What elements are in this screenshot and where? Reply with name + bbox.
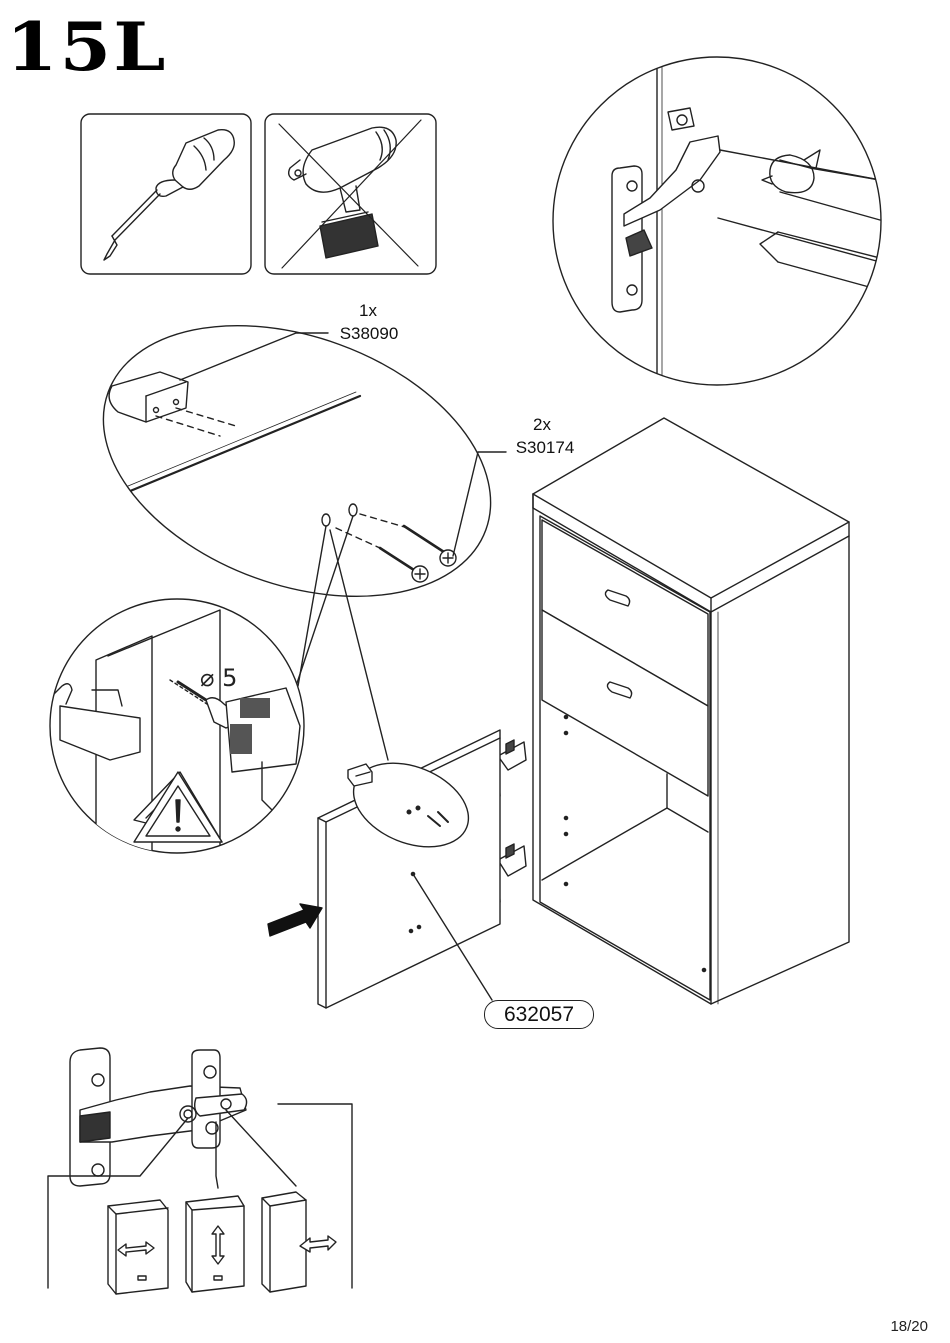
handle-quantity: 1x <box>346 301 390 321</box>
page-number: 18/20 <box>890 1318 928 1335</box>
hinge-adjustment-detail <box>553 40 881 400</box>
hinge-adjustment-diagram <box>48 1048 352 1294</box>
diameter-icon: ⌀ <box>200 664 214 692</box>
screws-quantity: 2x <box>522 415 562 435</box>
door-part-code: 632057 <box>484 1000 594 1029</box>
drill-not-allowed-box <box>265 114 436 274</box>
drilling-detail <box>50 599 304 860</box>
drill-diameter-label: ⌀ 5 <box>200 664 237 692</box>
handle-and-screws-detail <box>60 276 528 647</box>
handle-part-code: S38090 <box>326 324 412 344</box>
cabinet <box>488 418 849 1004</box>
screwdriver-tool-box <box>81 114 251 274</box>
drill-diameter-value: 5 <box>222 664 237 692</box>
screws-part-code: S30174 <box>502 438 588 458</box>
step-number: 15L <box>6 14 168 80</box>
